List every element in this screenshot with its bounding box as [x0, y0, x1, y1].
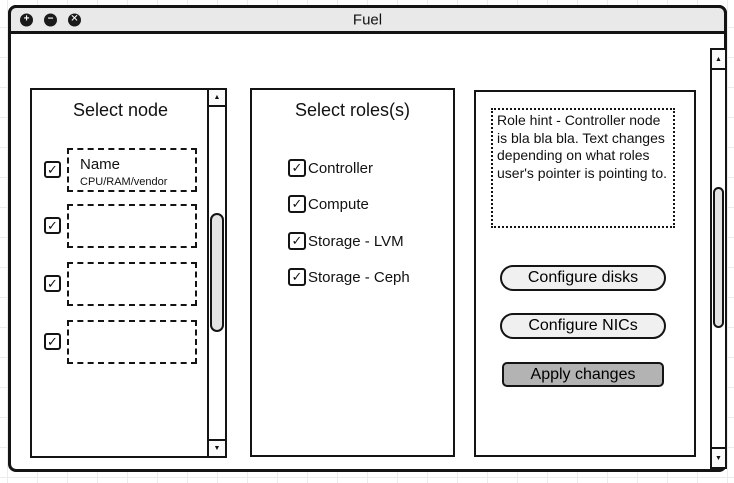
node-card[interactable]: Name CPU/RAM/vendor: [67, 148, 197, 192]
node-list-item: ✓: [32, 204, 207, 248]
role-label: Controller: [308, 159, 374, 177]
arrow-down-icon: ▼: [715, 454, 722, 462]
node-checkbox[interactable]: ✓: [44, 161, 61, 178]
window-close-button[interactable]: ✕: [68, 13, 81, 26]
window-scroll-up-button[interactable]: ▲: [712, 50, 725, 70]
close-icon: ✕: [70, 13, 79, 25]
role-label: Compute: [308, 195, 369, 213]
arrow-down-icon: ▼: [213, 445, 221, 452]
configure-nics-button[interactable]: Configure NICs: [500, 313, 666, 339]
select-roles-panel: Select roles(s) ✓ Controller ✓ Compute ✓…: [250, 88, 455, 457]
check-icon: ✓: [291, 196, 303, 211]
check-icon: ✓: [47, 217, 58, 233]
role-hint-box: Role hint - Controller node is bla bla b…: [491, 108, 675, 228]
role-checkbox[interactable]: ✓: [288, 232, 306, 250]
node-checkbox[interactable]: ✓: [44, 217, 61, 234]
node-scroll-up-button[interactable]: ▲: [209, 90, 225, 107]
node-name: Name: [80, 156, 121, 173]
role-checkbox[interactable]: ✓: [288, 159, 306, 177]
window-scroll-down-button[interactable]: ▼: [712, 447, 725, 467]
node-list-item: ✓: [32, 320, 207, 364]
minus-icon: −: [47, 13, 54, 25]
plus-icon: +: [23, 13, 30, 25]
window-title: Fuel: [352, 11, 383, 28]
select-roles-title: Select roles(s): [294, 100, 411, 120]
check-icon: ✓: [291, 160, 303, 175]
actions-panel: Role hint - Controller node is bla bla b…: [474, 90, 696, 457]
role-checkbox[interactable]: ✓: [288, 268, 306, 286]
window-controls: + − ✕: [20, 13, 81, 26]
role-option-storage-lvm[interactable]: ✓ Storage - LVM: [288, 232, 404, 250]
window-scrollbar-thumb[interactable]: [713, 187, 724, 328]
check-icon: ✓: [47, 161, 58, 177]
check-icon: ✓: [47, 333, 58, 349]
arrow-up-icon: ▲: [715, 55, 722, 63]
check-icon: ✓: [291, 269, 303, 284]
window-minimize-button[interactable]: −: [44, 13, 57, 26]
arrow-up-icon: ▲: [213, 94, 221, 101]
window-scrollbar[interactable]: ▲ ▼: [710, 48, 727, 469]
role-option-storage-ceph[interactable]: ✓ Storage - Ceph: [288, 268, 410, 286]
role-label: Storage - LVM: [308, 232, 404, 250]
role-label: Storage - Ceph: [308, 268, 410, 286]
check-icon: ✓: [47, 275, 58, 291]
node-card[interactable]: [67, 262, 197, 306]
node-list-scrollbar[interactable]: ▲ ▼: [207, 90, 225, 456]
node-scroll-down-button[interactable]: ▼: [209, 439, 225, 456]
select-node-title: Select node: [72, 100, 169, 120]
node-checkbox[interactable]: ✓: [44, 275, 61, 292]
node-checkbox[interactable]: ✓: [44, 333, 61, 350]
window-plus-button[interactable]: +: [20, 13, 33, 26]
node-scrollbar-thumb[interactable]: [210, 213, 224, 332]
node-card[interactable]: [67, 204, 197, 248]
select-node-panel: Select node ✓ Name CPU/RAM/vendor ✓ ✓ ✓ …: [30, 88, 227, 458]
node-details: CPU/RAM/vendor: [80, 176, 168, 188]
node-list-item: ✓ Name CPU/RAM/vendor: [32, 148, 207, 192]
apply-changes-button[interactable]: Apply changes: [502, 362, 664, 387]
role-option-controller[interactable]: ✓ Controller: [288, 159, 373, 177]
role-option-compute[interactable]: ✓ Compute: [288, 195, 369, 213]
title-bar: + − ✕ Fuel: [8, 5, 727, 34]
node-card[interactable]: [67, 320, 197, 364]
check-icon: ✓: [291, 233, 303, 248]
role-checkbox[interactable]: ✓: [288, 195, 306, 213]
node-list-item: ✓: [32, 262, 207, 306]
configure-disks-button[interactable]: Configure disks: [500, 265, 666, 291]
